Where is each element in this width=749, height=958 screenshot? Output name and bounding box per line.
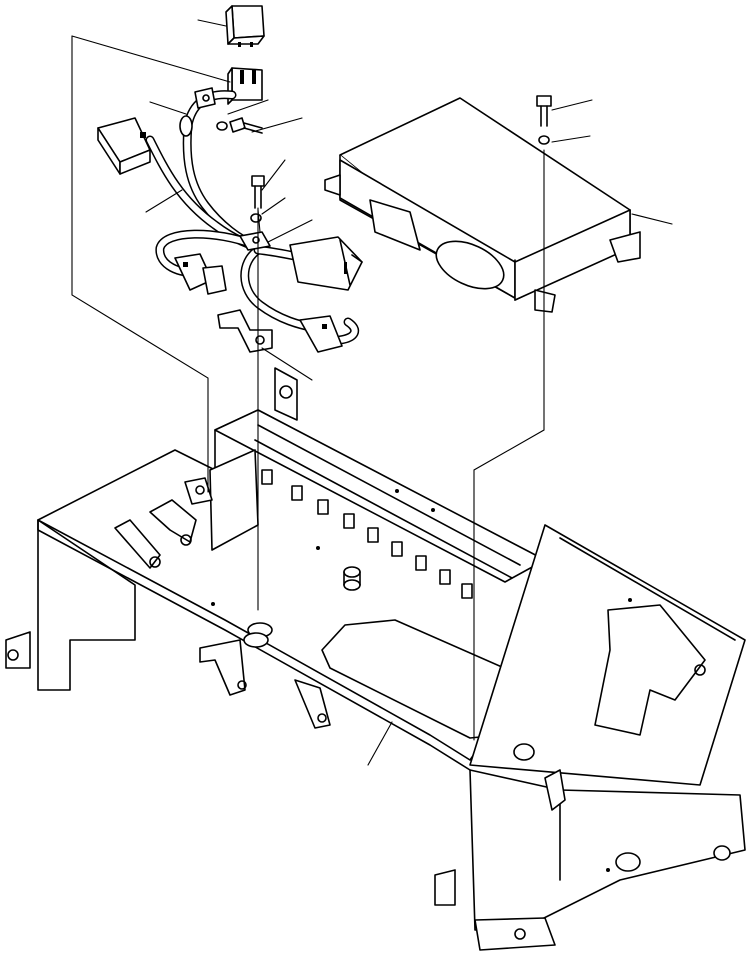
harness-connector-small: [174, 253, 343, 353]
mounting-bracket: [217, 309, 273, 353]
bolt: [229, 95, 552, 209]
controller-box: [324, 97, 641, 313]
leader-lines: [145, 19, 673, 766]
wiring-harness: [145, 87, 360, 345]
relay: [225, 5, 265, 47]
clamp: [184, 477, 213, 505]
fuse-row: [261, 469, 473, 599]
frame-panel: [5, 367, 746, 951]
assembly-lines: [71, 35, 545, 741]
washer: [216, 121, 550, 223]
harness-connector-large: [97, 117, 363, 291]
